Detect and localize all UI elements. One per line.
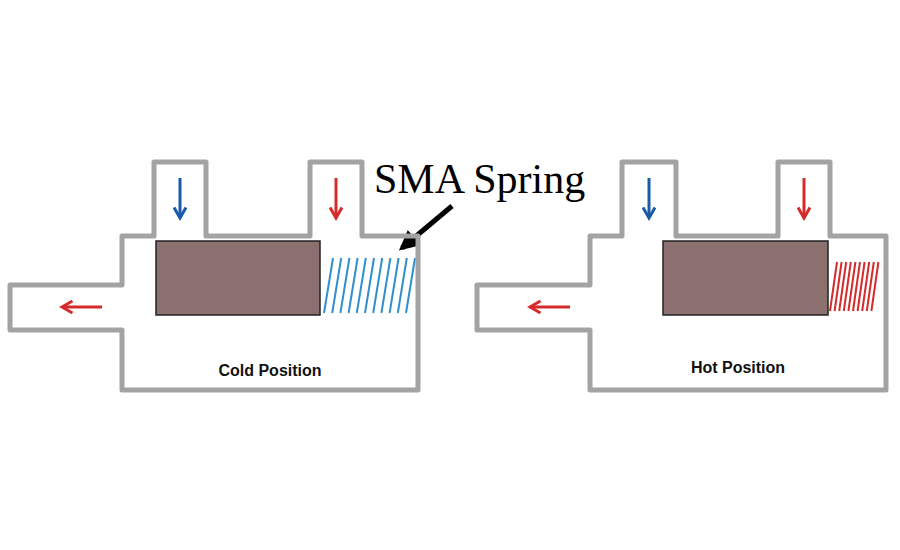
spring-coil	[332, 258, 341, 313]
sma-spring-hot	[830, 262, 878, 311]
position-caption: Cold Position	[122, 362, 418, 380]
position-caption: Hot Position	[590, 359, 886, 377]
spring-coil	[373, 258, 382, 313]
spring-coil	[365, 258, 374, 313]
spring-coil	[357, 258, 366, 313]
leader-arrow	[402, 206, 452, 248]
housing-outline	[8, 158, 422, 392]
spring-coil	[398, 258, 407, 313]
flow-arrow	[335, 178, 338, 218]
spring-coil	[349, 258, 358, 313]
spring-coil	[871, 262, 878, 311]
sma-spring-cold	[324, 258, 415, 313]
spring-coil	[324, 258, 333, 313]
spring-coil	[381, 258, 390, 313]
spring-coil	[340, 258, 349, 313]
spring-coil	[406, 258, 415, 313]
piston	[156, 241, 320, 315]
flow-arrow	[648, 178, 651, 218]
flow-arrow	[179, 178, 182, 218]
piston	[663, 241, 828, 315]
flow-arrow	[530, 306, 570, 309]
housing-outline	[10, 162, 418, 390]
spring-coil	[390, 258, 399, 313]
flow-arrow	[62, 306, 102, 309]
valve-housing: Cold Position	[8, 158, 422, 392]
part-label: SMA Spring	[374, 158, 585, 200]
flow-arrow	[803, 178, 806, 218]
